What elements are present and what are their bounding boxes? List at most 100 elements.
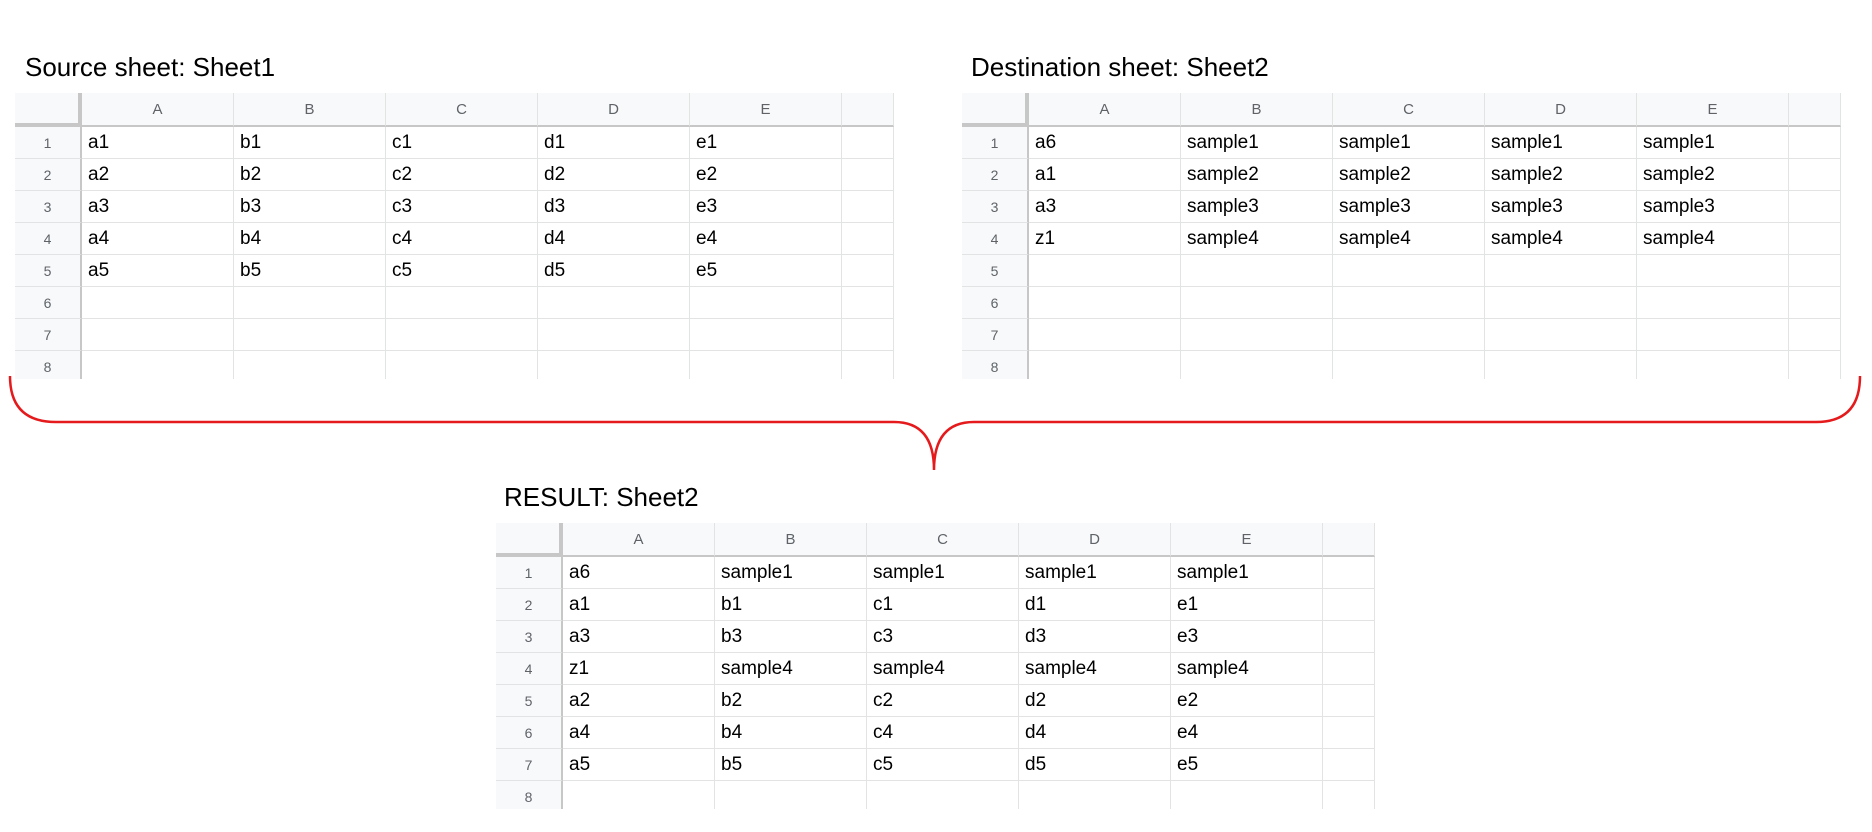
source-sheet-cell[interactable]: d2	[538, 159, 690, 191]
result-sheet-cell[interactable]: c2	[867, 685, 1019, 717]
destination-sheet-cell[interactable]	[1333, 319, 1485, 351]
source-sheet-column-header[interactable]: B	[234, 93, 386, 127]
destination-sheet-cell[interactable]	[1637, 319, 1789, 351]
source-sheet-cell[interactable]: a4	[82, 223, 234, 255]
source-sheet-column-header[interactable]: E	[690, 93, 842, 127]
source-sheet-cell[interactable]	[386, 287, 538, 319]
destination-sheet-row-header[interactable]: 5	[962, 255, 1029, 287]
source-sheet-cell[interactable]	[690, 351, 842, 379]
destination-sheet-row-header[interactable]: 3	[962, 191, 1029, 223]
destination-sheet-column-header[interactable]: C	[1333, 93, 1485, 127]
source-sheet-column-header[interactable]: A	[82, 93, 234, 127]
source-sheet-cell[interactable]: b3	[234, 191, 386, 223]
result-sheet-column-header[interactable]: A	[563, 523, 715, 557]
destination-sheet-cell[interactable]: a3	[1029, 191, 1181, 223]
result-sheet-cell[interactable]: d5	[1019, 749, 1171, 781]
destination-sheet-row-header[interactable]: 1	[962, 127, 1029, 159]
destination-sheet-cell[interactable]: sample4	[1637, 223, 1789, 255]
destination-sheet-row-header[interactable]: 2	[962, 159, 1029, 191]
destination-sheet-cell[interactable]: sample2	[1637, 159, 1789, 191]
result-sheet-cell[interactable]: e1	[1171, 589, 1323, 621]
result-sheet-cell[interactable]: sample1	[1019, 557, 1171, 589]
destination-sheet-row-header[interactable]: 4	[962, 223, 1029, 255]
result-sheet-row-header[interactable]: 8	[496, 781, 563, 809]
result-sheet-cell[interactable]: b5	[715, 749, 867, 781]
result-sheet-column-header[interactable]: C	[867, 523, 1019, 557]
destination-sheet-cell[interactable]: sample4	[1333, 223, 1485, 255]
result-sheet-cell[interactable]: c3	[867, 621, 1019, 653]
source-sheet-cell[interactable]	[386, 319, 538, 351]
source-sheet-column-header[interactable]: C	[386, 93, 538, 127]
destination-sheet-cell[interactable]	[1029, 319, 1181, 351]
result-sheet-cell[interactable]: b3	[715, 621, 867, 653]
destination-sheet-cell[interactable]: a6	[1029, 127, 1181, 159]
destination-sheet-cell[interactable]	[1485, 319, 1637, 351]
destination-sheet-cell[interactable]: sample3	[1485, 191, 1637, 223]
result-sheet-row-header[interactable]: 4	[496, 653, 563, 685]
destination-sheet-column-header[interactable]: B	[1181, 93, 1333, 127]
result-sheet-row-header[interactable]: 6	[496, 717, 563, 749]
result-sheet-cell[interactable]: sample4	[715, 653, 867, 685]
result-sheet-row-header[interactable]: 3	[496, 621, 563, 653]
source-sheet-cell[interactable]	[690, 319, 842, 351]
result-sheet-cell[interactable]: sample1	[715, 557, 867, 589]
result-sheet-cell[interactable]: a1	[563, 589, 715, 621]
source-sheet-cell[interactable]: d3	[538, 191, 690, 223]
source-sheet-cell[interactable]	[82, 319, 234, 351]
result-sheet-cell[interactable]: a6	[563, 557, 715, 589]
source-sheet-column-header[interactable]: D	[538, 93, 690, 127]
source-sheet-row-header[interactable]: 5	[15, 255, 82, 287]
result-sheet-column-header[interactable]: B	[715, 523, 867, 557]
source-sheet-cell[interactable]	[538, 319, 690, 351]
result-sheet-cell[interactable]: d2	[1019, 685, 1171, 717]
source-sheet-cell[interactable]: a3	[82, 191, 234, 223]
result-sheet-cell[interactable]: sample1	[1171, 557, 1323, 589]
result-sheet-cell[interactable]	[867, 781, 1019, 809]
result-sheet-column-header[interactable]: D	[1019, 523, 1171, 557]
result-sheet-cell[interactable]: e5	[1171, 749, 1323, 781]
source-sheet-cell[interactable]: b4	[234, 223, 386, 255]
destination-sheet-row-header[interactable]: 6	[962, 287, 1029, 319]
source-sheet-cell[interactable]: e4	[690, 223, 842, 255]
destination-sheet-cell[interactable]: sample1	[1637, 127, 1789, 159]
source-sheet-cell[interactable]	[82, 287, 234, 319]
source-sheet-cell[interactable]: c5	[386, 255, 538, 287]
source-sheet-cell[interactable]: e1	[690, 127, 842, 159]
result-sheet-cell[interactable]: a3	[563, 621, 715, 653]
destination-sheet-cell[interactable]: sample1	[1333, 127, 1485, 159]
source-sheet-cell[interactable]: b1	[234, 127, 386, 159]
result-sheet-cell[interactable]: d3	[1019, 621, 1171, 653]
result-sheet-cell[interactable]: a2	[563, 685, 715, 717]
result-sheet-cell[interactable]	[1171, 781, 1323, 809]
source-sheet-cell[interactable]	[234, 319, 386, 351]
source-sheet-cell[interactable]	[234, 351, 386, 379]
source-sheet-cell[interactable]	[538, 287, 690, 319]
destination-sheet-cell[interactable]: sample2	[1485, 159, 1637, 191]
destination-sheet-cell[interactable]: sample1	[1485, 127, 1637, 159]
source-sheet-cell[interactable]: c1	[386, 127, 538, 159]
source-sheet-select-all-corner[interactable]	[15, 93, 82, 127]
result-sheet-cell[interactable]: z1	[563, 653, 715, 685]
source-sheet-cell[interactable]: e3	[690, 191, 842, 223]
source-sheet-cell[interactable]: c4	[386, 223, 538, 255]
result-sheet-cell[interactable]: sample4	[867, 653, 1019, 685]
destination-sheet-cell[interactable]: sample2	[1181, 159, 1333, 191]
result-sheet-cell[interactable]: sample4	[1019, 653, 1171, 685]
result-sheet-cell[interactable]	[563, 781, 715, 809]
result-sheet-cell[interactable]: c5	[867, 749, 1019, 781]
destination-sheet-column-header[interactable]: D	[1485, 93, 1637, 127]
destination-sheet-cell[interactable]	[1029, 351, 1181, 379]
destination-sheet-cell[interactable]	[1637, 255, 1789, 287]
destination-sheet-cell[interactable]: sample4	[1181, 223, 1333, 255]
destination-sheet-cell[interactable]	[1181, 351, 1333, 379]
source-sheet-cell[interactable]: b2	[234, 159, 386, 191]
source-sheet-cell[interactable]: e5	[690, 255, 842, 287]
destination-sheet-cell[interactable]: sample2	[1333, 159, 1485, 191]
source-sheet-cell[interactable]	[538, 351, 690, 379]
result-sheet-cell[interactable]: a5	[563, 749, 715, 781]
destination-sheet-cell[interactable]	[1181, 287, 1333, 319]
destination-sheet-cell[interactable]	[1029, 255, 1181, 287]
source-sheet-cell[interactable]: e2	[690, 159, 842, 191]
result-sheet-cell[interactable]: e3	[1171, 621, 1323, 653]
destination-sheet-cell[interactable]: a1	[1029, 159, 1181, 191]
